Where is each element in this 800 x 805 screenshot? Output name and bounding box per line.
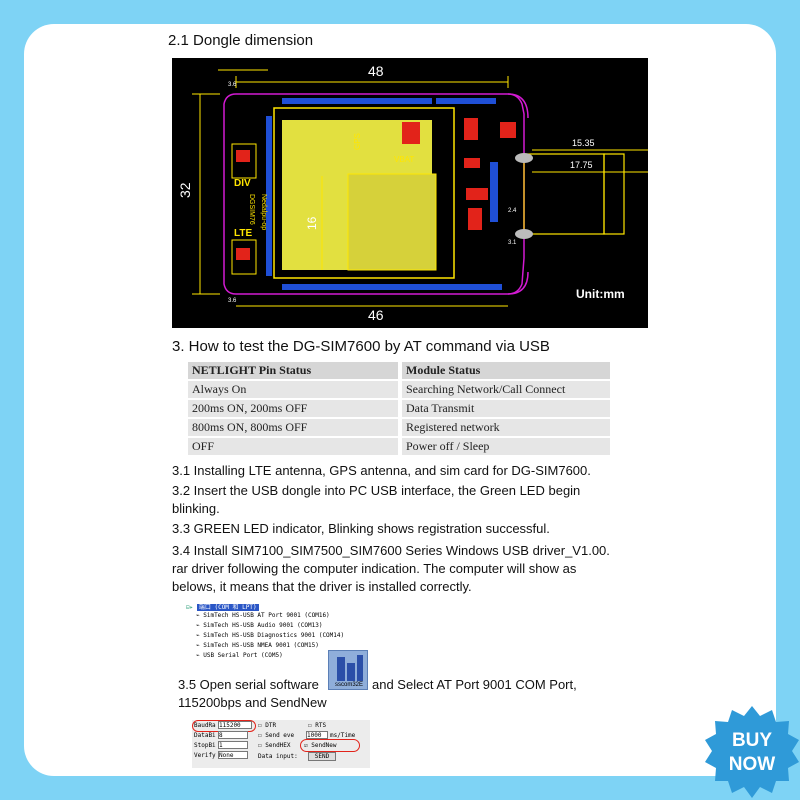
dimension-lines [192,69,648,307]
dim-small2-label: 3.6 [228,298,237,304]
databits-select[interactable]: 8 [218,731,248,739]
table-header-cell: Module Status [400,362,610,381]
step-3-1: 3.1 Installing LTE antenna, GPS antenna,… [172,463,591,478]
table-cell: 800ms ON, 800ms OFF [188,418,402,438]
lte-label: LTE [234,228,252,239]
verify-select[interactable]: None [218,751,248,759]
tree-root: ⊟▸ 端口 (COM 和 LPT) [186,604,259,611]
section-heading-test: 3. How to test the DG-SIM7600 by AT comm… [172,338,550,355]
tree-item: ⌁ SimTech HS-USB Diagnostics 9001 (COM14… [196,632,345,639]
port-icon: ⌁ [196,622,204,629]
table-cell: Power off / Sleep [400,437,610,457]
port-icon: ⌁ [196,652,204,659]
table-cell: 200ms ON, 200ms OFF [188,399,402,419]
step-3-4-line2: rar driver following the computer indica… [172,561,577,576]
section-heading-dongle-dimension: 2.1 Dongle dimension [168,32,314,49]
table-cell: OFF [188,437,402,457]
step-3-3: 3.3 GREEN LED indicator, Blinking shows … [172,521,550,536]
port-icon: ⊟▸ [186,604,194,611]
table-row: OFF Power off / Sleep [188,437,610,457]
step-3-4-line1: 3.4 Install SIM7100_SIM7500_SIM7600 Seri… [172,543,610,558]
interval-input[interactable]: 1000 [306,731,328,739]
netlight-status-table: NETLIGHT Pin Status Module Status Always… [188,362,610,457]
send-new-highlight [300,739,360,752]
pad-col-left [266,116,272,276]
dim-small1-label: 3.6 [228,82,237,88]
databits-label: DataBi [194,732,216,739]
gps-label: GPS [353,133,362,150]
port-icon: ⌁ [196,642,204,649]
version-label-2: Nedalpu-op [260,194,267,230]
step-3-2-line1: 3.2 Insert the USB dongle into PC USB in… [172,483,581,498]
table-cell: Data Transmit [400,399,610,419]
device-manager-tree: ⊟▸ 端口 (COM 和 LPT) ⌁ SimTech HS-USB AT Po… [186,602,386,662]
tree-item: ⌁ SimTech HS-USB Audio 9001 (COM13) [196,622,323,629]
table-row: 800ms ON, 800ms OFF Registered network [188,418,610,438]
pad-row-top [282,98,496,104]
table-header-row: NETLIGHT Pin Status Module Status [188,362,610,381]
unit-label: Unit:mm [576,287,625,301]
table-cell: Registered network [400,418,610,438]
buy-now-badge[interactable]: BUY NOW [704,704,800,800]
pcb-svg: 48 46 32 16 15.35 17.75 3.6 3.6 2.4 3.1 … [177,63,648,323]
tree-item: ⌁ USB Serial Port (COM5) [196,652,283,659]
document-card: 2.1 Dongle dimension [24,24,776,776]
module-outline [273,107,455,279]
stopbits-select[interactable]: 1 [218,741,248,749]
dim-top-label: 48 [368,63,384,79]
pad-row-bottom [282,284,502,290]
step-3-5-before: 3.5 Open serial software [178,677,319,692]
tree-item: ⌁ SimTech HS-USB AT Port 9001 (COM16) [196,612,330,619]
dim-bottom-label: 46 [368,307,384,323]
stopbits-label: StopBi [194,742,216,749]
table-row: Always On Searching Network/Call Connect [188,380,610,400]
table-row: 200ms ON, 200ms OFF Data Transmit [188,399,610,419]
dim-right2-label: 17.75 [570,160,593,170]
step-3-5-line2: 115200bps and SendNew [178,695,327,710]
baud-label: BaudRa [194,722,216,729]
version-label: DGSIM76 [248,194,255,225]
table-header-cell: NETLIGHT Pin Status [188,362,402,381]
pcb-dimension-drawing: 48 46 32 16 15.35 17.75 3.6 3.6 2.4 3.1 … [172,58,648,328]
port-icon: ⌁ [196,612,204,619]
step-3-2-line2: blinking. [172,501,220,516]
interval-unit: ms/Time [330,732,356,739]
div-label: DIV [234,178,251,189]
tree-item: ⌁ SimTech HS-USB NMEA 9001 (COM15) [196,642,319,649]
send-every-checkbox[interactable]: ☐ Send eve [258,732,295,739]
dim-right1-label: 15.35 [572,138,595,148]
sscom-icon: sscom32E [328,650,368,690]
rts-checkbox[interactable]: ☐ RTS [308,722,327,729]
table-cell: Always On [188,380,402,400]
step-3-5-after: and Select AT Port 9001 COM Port, [372,677,577,692]
dim-small3-label: 2.4 [508,208,517,214]
step-3-4-line3: belows, it means that the driver is inst… [172,579,472,594]
badge-starburst-icon [705,706,799,798]
dtr-checkbox[interactable]: ☐ DTR [258,722,277,729]
serial-settings-panel: BaudRa 115200 DataBi 8 StopBi 1 Verify N… [192,720,370,768]
send-hex-checkbox[interactable]: ☐ SendHEX [258,742,291,749]
send-button[interactable]: SEND [308,752,336,761]
port-icon: ⌁ [196,632,204,639]
data-input-label: Data input: [258,753,298,760]
verify-label: Verify [194,752,216,759]
buy-text: BUY [731,730,773,751]
dim-left-label: 32 [177,182,193,198]
now-text: NOW [728,754,776,775]
vbat-label: VBAT [394,155,414,164]
dim-inner-label: 16 [305,216,319,230]
table-cell: Searching Network/Call Connect [400,380,610,400]
dim-small4-label: 3.1 [508,240,517,246]
